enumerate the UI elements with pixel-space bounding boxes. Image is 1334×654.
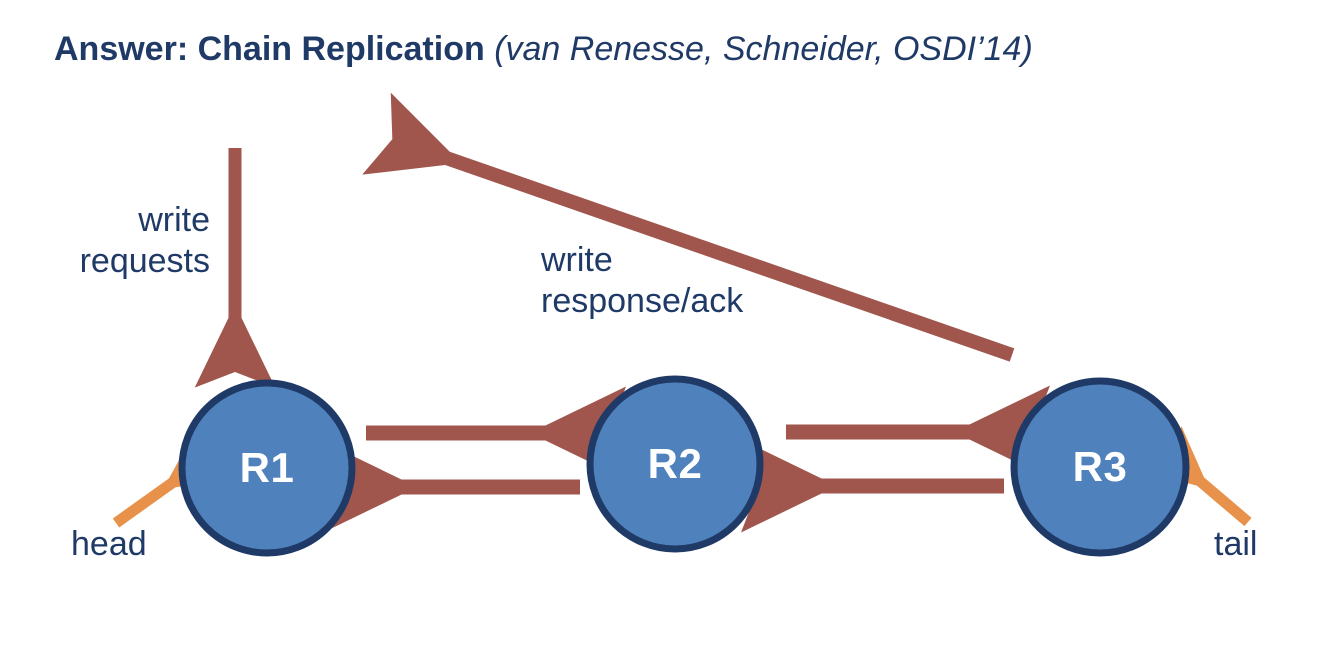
write-requests-label-line2: requests [79,242,210,280]
page-title-citation: (van Renesse, Schneider, OSDI’14) [494,30,1033,68]
page-title-main: Answer: Chain Replication [54,30,485,68]
page-title: Answer: Chain Replication (van Renesse, … [54,28,1033,70]
node-r3[interactable] [1010,377,1190,557]
write-response-ack-label: write response/ack [541,240,743,322]
node-r1[interactable] [178,379,356,557]
tail-pointer-arrow [1142,426,1252,527]
write-response-ack-arrow [362,92,1015,362]
write-requests-label-line1: write [138,201,210,239]
write-response-ack-label-line1: write [541,241,613,279]
node-r2[interactable] [586,375,764,553]
write-response-ack-label-line2: response/ack [541,282,744,320]
write-requests-label: write requests [80,200,210,282]
head-pointer-arrow [112,429,231,528]
tail-label: tail [1214,525,1258,563]
head-label: head [71,525,147,563]
